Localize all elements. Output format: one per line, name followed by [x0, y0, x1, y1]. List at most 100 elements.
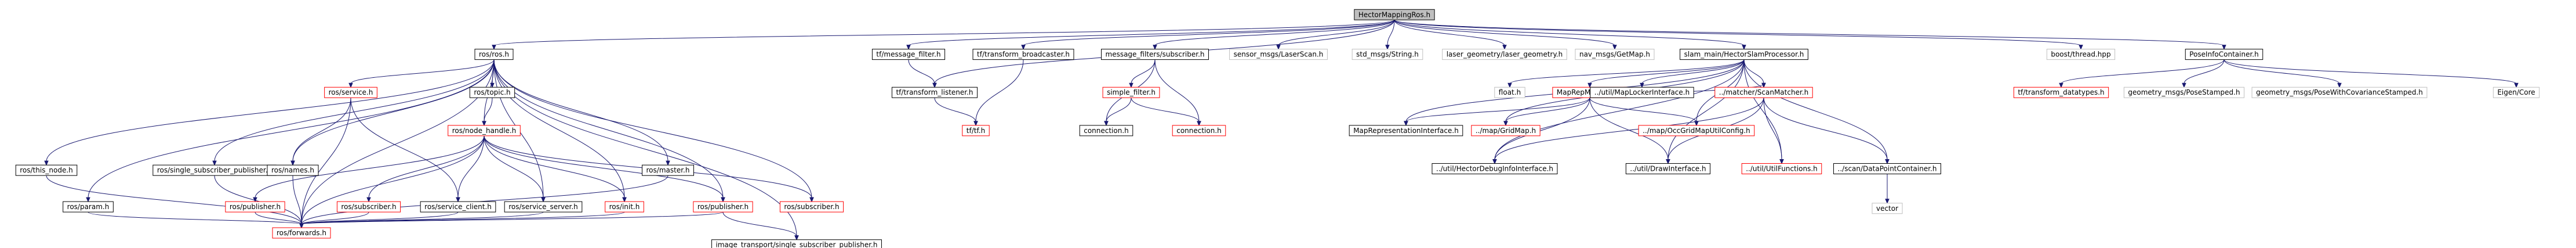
node-vector[interactable]: vector [1872, 203, 1903, 214]
node-posestamped[interactable]: geometry_msgs/PoseStamped.h [2123, 87, 2245, 98]
edge-root-to-std-string [1387, 20, 1395, 46]
node-box [336, 201, 401, 213]
node-box [474, 49, 514, 60]
node-ros-publisher-a[interactable]: ros/publisher.h [225, 201, 285, 213]
node-label: ../map/OccGridMapUtilConfig.h [1643, 127, 1750, 135]
edge-root-to-slam-main [1394, 19, 1745, 46]
node-box [469, 87, 515, 98]
node-slam-main[interactable]: slam_main/HectorSlamProcessor.h [1680, 49, 1808, 60]
node-ros-nodehandle[interactable]: ros/node_handle.h [448, 125, 521, 136]
node-label: vector [1876, 204, 1898, 213]
node-rosthis-node[interactable]: ros/this_node.h [15, 164, 78, 176]
node-box [1741, 163, 1822, 174]
edge-maprepmultimap-to-hectordebug [1494, 98, 1590, 160]
node-boost-thread[interactable]: boost/thread.hpp [2046, 49, 2116, 60]
edge-arrowhead [622, 197, 627, 203]
node-nav-getmap[interactable]: nav_msgs/GetMap.h [1575, 49, 1655, 60]
node-box [504, 201, 583, 213]
node-box [1638, 125, 1755, 136]
node-label: ros/single_subscriber_publisher.h [157, 166, 272, 174]
edge-ros-ros-to-rosthis-node [46, 59, 495, 162]
node-image-transport[interactable]: image_transport/single_subscriber_publis… [711, 239, 882, 248]
node-mf-subscriber[interactable]: message_filters/subscriber.h [1101, 49, 1209, 60]
edge-ros-ros-to-ros-master [493, 59, 668, 162]
node-std-string[interactable]: std_msgs/String.h [1351, 49, 1423, 60]
node-box [1172, 125, 1226, 136]
node-laser-geometry[interactable]: laser_geometry/laser_geometry.h [1442, 49, 1567, 60]
node-ros-init[interactable]: ros/init.h [605, 201, 644, 213]
node-tf-broadcaster[interactable]: tf/transform_broadcaster.h [972, 49, 1074, 60]
node-ros-service-client[interactable]: ros/service_client.h [420, 201, 496, 213]
node-box [972, 49, 1074, 60]
node-label: nav_msgs/GetMap.h [1579, 51, 1650, 59]
node-label: ros/names.h [271, 166, 314, 174]
node-tf-msgfilter[interactable]: tf/message_filter.h [871, 49, 946, 60]
node-occgridutil[interactable]: ../map/OccGridMapUtilConfig.h [1638, 125, 1755, 136]
node-ros-topic[interactable]: ros/topic.h [469, 87, 515, 98]
edge-ros-nodehandle-to-ros-subscriber-a [368, 135, 485, 199]
node-box [871, 49, 946, 60]
node-ros-subscriber-b[interactable]: ros/subscriber.h [779, 201, 844, 213]
edge-simple-filter-to-connection-b [1131, 98, 1200, 123]
node-sensor-laserscan[interactable]: sensor_msgs/LaserScan.h [1229, 49, 1328, 60]
node-box [420, 201, 496, 213]
edge-arrowhead [1385, 45, 1390, 50]
node-box [272, 227, 331, 239]
edge-arrowhead [290, 160, 295, 166]
edge-arrowhead [666, 160, 670, 166]
node-ros-publisher-b[interactable]: ros/publisher.h [693, 201, 753, 213]
edge-ros-publisher-a-to-ros-forwards [255, 211, 302, 225]
node-float-h[interactable]: float.h [1494, 87, 1525, 98]
node-box [267, 164, 319, 176]
node-ros-master[interactable]: ros/master.h [642, 164, 694, 176]
node-datapoint[interactable]: ../scan/DataPointContainer.h [1833, 163, 1941, 174]
node-box [1833, 163, 1941, 174]
edge-ros-service-client-to-ros-forwards [301, 211, 459, 225]
edge-arrowhead [482, 121, 486, 127]
node-poseinfo[interactable]: PoseInfoContainer.h [2185, 49, 2263, 60]
node-ros-subscriber-a[interactable]: ros/subscriber.h [336, 201, 401, 213]
edge-ros-nodehandle-to-ros-service-client [457, 135, 485, 199]
node-ros-service[interactable]: ros/service.h [324, 87, 377, 98]
node-utilfunctions[interactable]: ../util/UtilFunctions.h [1741, 163, 1822, 174]
edge-poseinfo-to-posecov [2223, 59, 2340, 84]
node-maprepiface[interactable]: MapRepresentationInterface.h [1349, 125, 1463, 136]
node-box [2185, 49, 2263, 60]
node-eigen-core[interactable]: Eigen/Core [2493, 87, 2540, 98]
node-maplocker[interactable]: ../util/MapLockerInterface.h [1590, 87, 1694, 98]
edge-rosthis-node-to-ros-forwards [46, 175, 302, 225]
node-ros-service-server[interactable]: ros/service_server.h [504, 201, 583, 213]
node-box [693, 201, 753, 213]
node-connection-a[interactable]: connection.h [1079, 125, 1133, 136]
node-drawiface[interactable]: ../util/DrawInterface.h [1625, 163, 1711, 174]
node-ros-names[interactable]: ros/names.h [267, 164, 319, 176]
node-box [324, 87, 377, 98]
node-scanmatcher[interactable]: ../matcher/ScanMatcher.h [1714, 87, 1813, 98]
edge-arrowhead [1404, 121, 1408, 127]
edge-poseinfo-to-posestamped [2183, 59, 2225, 84]
edge-root-to-laser-geometry [1394, 20, 1505, 46]
node-hectordebug[interactable]: ../util/HectorDebugInfoInterface.h [1431, 163, 1558, 174]
node-ros-ssp[interactable]: ros/single_subscriber_publisher.h [152, 164, 277, 176]
node-tf-tf[interactable]: tf/tf.h [962, 125, 990, 136]
node-ros-param[interactable]: ros/param.h [63, 201, 114, 213]
edge-ros-publisher-b-to-image-transport [722, 211, 797, 236]
node-ros-forwards[interactable]: ros/forwards.h [272, 227, 331, 239]
node-root[interactable]: HectorMappingRos.h [1354, 9, 1435, 20]
node-posecov[interactable]: geometry_msgs/PoseWithCovarianceStamped.… [2251, 87, 2428, 98]
edge-ros-subscriber-a-to-ros-forwards [301, 211, 369, 225]
node-box [1680, 49, 1808, 60]
node-ros-ros[interactable]: ros/ros.h [474, 49, 514, 60]
node-simple-filter[interactable]: simple_filter.h [1102, 87, 1160, 98]
node-box [962, 125, 990, 136]
edge-ros-ssp-to-ros-forwards [214, 175, 302, 225]
node-label: ros/service_client.h [424, 203, 492, 211]
edge-arrowhead [541, 197, 546, 203]
node-gridmap[interactable]: ../map/GridMap.h [1471, 125, 1540, 136]
edge-ros-service-to-ros-service-client [350, 98, 459, 199]
node-box [1471, 125, 1540, 136]
node-tf-datatypes[interactable]: tf/transform_datatypes.h [2013, 87, 2109, 98]
node-box [1872, 203, 1903, 214]
node-tf-listener[interactable]: tf/transform_listener.h [891, 87, 978, 98]
node-connection-b[interactable]: connection.h [1172, 125, 1226, 136]
